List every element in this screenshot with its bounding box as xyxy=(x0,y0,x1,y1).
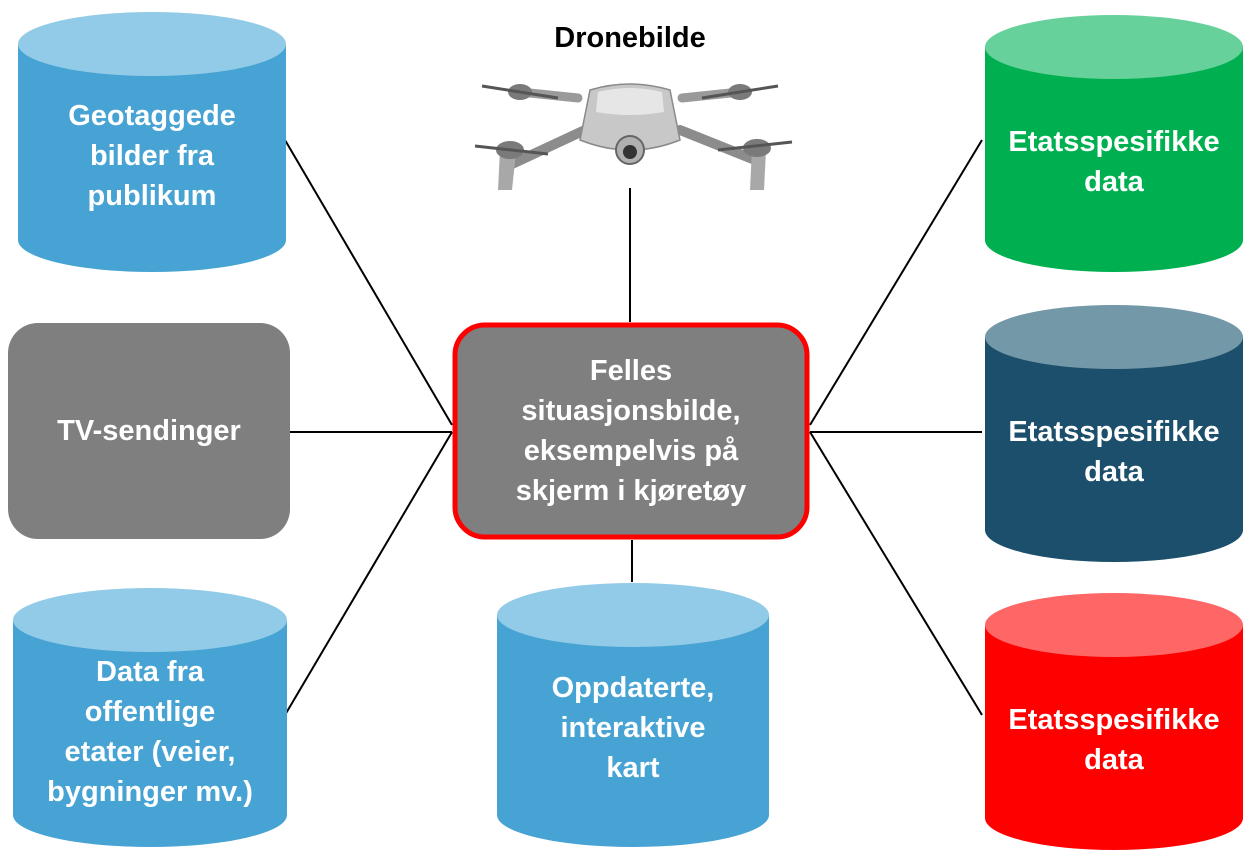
tv-box xyxy=(8,323,290,539)
connector-agency-red xyxy=(809,431,983,716)
agency-navy-label: Etatsspesifikke data xyxy=(1008,416,1220,488)
cylinder-agency-navy xyxy=(985,305,1243,562)
agency-red-label: Etatsspesifikke data xyxy=(1008,704,1220,776)
public-agencies-label: Data fra offentlige etater (veier, bygni… xyxy=(47,656,253,808)
cylinder-public-agencies xyxy=(13,588,287,847)
center-box xyxy=(452,322,810,540)
maps-label: Oppdaterte, interaktive kart xyxy=(551,672,715,784)
cylinder-agency-red xyxy=(985,593,1243,850)
connector-public-agencies xyxy=(284,431,453,716)
drone-icon xyxy=(474,83,793,190)
connectors xyxy=(284,139,983,716)
public-photos-label: Geotaggede bilder fra publikum xyxy=(68,100,236,212)
connector-agency-green xyxy=(809,139,983,426)
tv-label: TV-sendinger xyxy=(57,415,241,447)
center-label: Felles situasjonsbilde, eksempelvis på s… xyxy=(515,355,747,507)
cylinder-public-photos xyxy=(18,12,286,272)
cylinder-maps xyxy=(497,583,769,847)
agency-green-label: Etatsspesifikke data xyxy=(1008,126,1220,198)
connector-public-photos xyxy=(284,139,453,426)
cylinder-agency-green xyxy=(985,15,1243,272)
drone-title: Dronebilde xyxy=(554,22,706,54)
